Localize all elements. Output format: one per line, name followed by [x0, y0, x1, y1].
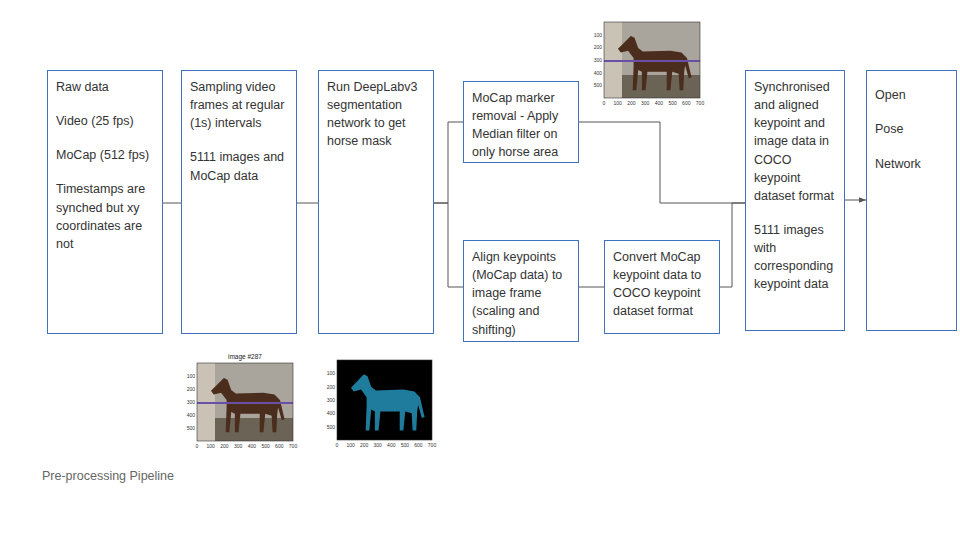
box-text: Timestamps are synched but xy coordinate… — [56, 180, 154, 253]
axis-tick: 600 — [678, 100, 694, 106]
process-box: Synchronised and aligned keypoint and im… — [745, 70, 845, 331]
axis-tick: 500 — [397, 442, 413, 448]
axis-tick: 100 — [589, 32, 602, 38]
connector — [720, 203, 745, 287]
axis-tick: 500 — [589, 82, 602, 88]
axis-tick: 300 — [182, 399, 195, 405]
axis-tick: 700 — [424, 442, 440, 448]
axis-tick: 300 — [589, 57, 602, 63]
axis-tick: 200 — [356, 442, 372, 448]
connector — [845, 200, 866, 201]
box-heading: Convert MoCap keypoint data to COCO keyp… — [613, 248, 711, 321]
axis-tick: 500 — [258, 443, 274, 449]
box-heading: Align keypoints (MoCap data) to image fr… — [472, 248, 570, 339]
process-box: MoCap marker removal - Apply Median filt… — [463, 81, 579, 163]
axis-tick: 600 — [271, 443, 287, 449]
axis-tick: 500 — [322, 424, 335, 430]
process-box: Raw dataVideo (25 fps) MoCap (512 fps) Tim… — [47, 70, 163, 334]
axis-tick: 300 — [322, 397, 335, 403]
connector — [434, 122, 463, 203]
axis-tick: 200 — [589, 44, 602, 50]
box-heading: Run DeepLabv3 segmentation network to ge… — [327, 78, 425, 151]
horse-photo — [604, 22, 700, 98]
axis-tick: 200 — [623, 100, 639, 106]
connector — [163, 203, 181, 204]
marker-line — [197, 402, 293, 404]
plot-frame — [197, 363, 293, 441]
plot-frame — [604, 22, 700, 98]
axis-tick: 0 — [329, 442, 345, 448]
process-box: Open Pose Network — [866, 70, 957, 331]
box-text: 5111 images and MoCap data — [190, 148, 288, 184]
axis-tick: 400 — [244, 443, 260, 449]
axis-tick: 600 — [410, 442, 426, 448]
axis-tick: 400 — [322, 410, 335, 416]
mask-figure — [351, 374, 425, 430]
axis-tick: 500 — [665, 100, 681, 106]
process-box: Convert MoCap keypoint data to COCO keyp… — [604, 240, 720, 334]
axis-tick: 100 — [182, 373, 195, 379]
connector — [579, 287, 604, 288]
connector — [434, 203, 463, 287]
axis-tick: 400 — [182, 412, 195, 418]
box-heading: MoCap marker removal - Apply Median filt… — [472, 89, 570, 162]
axis-tick: 700 — [692, 100, 708, 106]
axis-tick: 100 — [343, 442, 359, 448]
connector — [579, 122, 745, 203]
horse-figure — [211, 378, 285, 432]
axis-tick: 300 — [637, 100, 653, 106]
caption: Pre-processing Pipeline — [42, 469, 174, 483]
axis-tick: 300 — [230, 443, 246, 449]
horse-figure — [618, 36, 692, 90]
box-heading: Synchronised and aligned keypoint and im… — [754, 78, 836, 205]
axis-tick: 100 — [610, 100, 626, 106]
axis-tick: 200 — [216, 443, 232, 449]
horse-mask — [337, 360, 432, 440]
box-text: MoCap (512 fps) — [56, 146, 154, 164]
axis-tick: 300 — [370, 442, 386, 448]
photo-wall — [197, 363, 293, 441]
plot-frame — [337, 360, 432, 440]
axis-tick: 400 — [651, 100, 667, 106]
axis-tick: 200 — [182, 386, 195, 392]
horse-photo — [197, 363, 293, 441]
box-heading: Open Pose Network — [875, 78, 921, 181]
image-title: image #287 — [197, 353, 293, 361]
axis-tick: 700 — [285, 443, 301, 449]
axis-tick: 100 — [322, 370, 335, 376]
axis-tick: 0 — [189, 443, 205, 449]
axis-tick: 0 — [596, 100, 612, 106]
axis-tick: 100 — [203, 443, 219, 449]
marker-line — [604, 60, 700, 62]
box-heading: Raw data — [56, 78, 154, 96]
axis-tick: 200 — [322, 384, 335, 390]
axis-tick: 400 — [589, 70, 602, 76]
axis-tick: 500 — [182, 425, 195, 431]
connector — [297, 203, 318, 204]
box-text: 5111 images with corresponding keypoint … — [754, 221, 836, 294]
photo-wall — [604, 22, 700, 98]
process-box: Align keypoints (MoCap data) to image fr… — [463, 240, 579, 342]
box-text: Video (25 fps) — [56, 112, 154, 130]
mask-ground — [337, 360, 432, 440]
axis-tick: 400 — [383, 442, 399, 448]
box-heading: Sampling video frames at regular (1s) in… — [190, 78, 288, 132]
process-box: Sampling video frames at regular (1s) in… — [181, 70, 297, 334]
process-box: Run DeepLabv3 segmentation network to ge… — [318, 70, 434, 334]
